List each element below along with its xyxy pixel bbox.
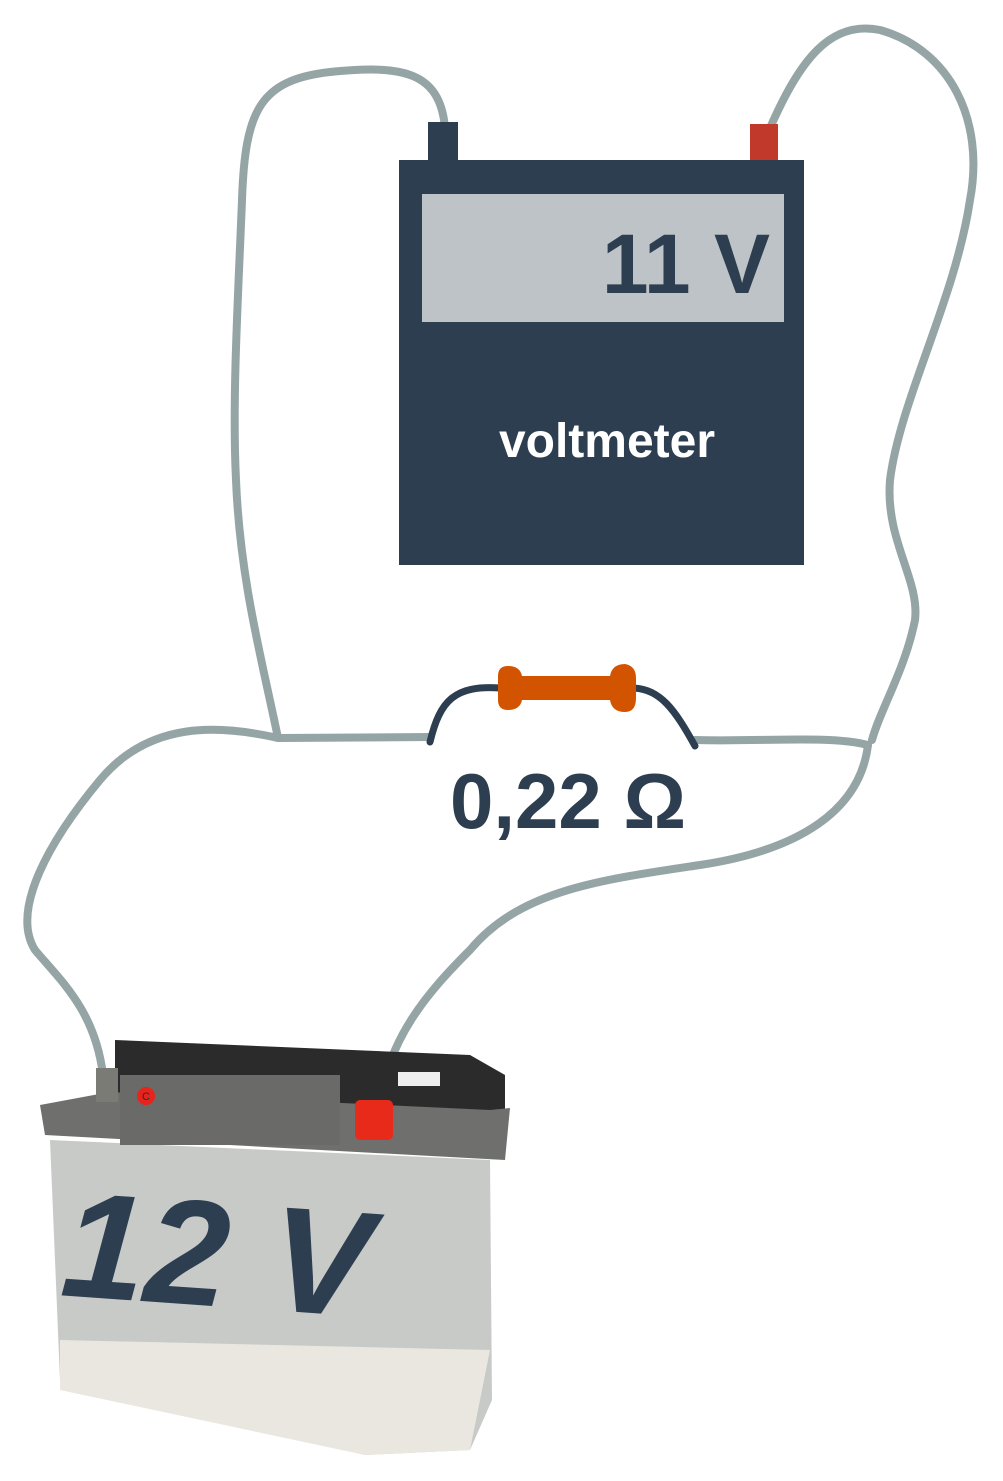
- resistor-lead-right: [628, 684, 699, 750]
- voltmeter-negative-terminal: [428, 122, 458, 164]
- voltmeter-reading: 11 V: [602, 217, 770, 311]
- wire-battery-positive: [376, 741, 872, 1114]
- resistor-body: [498, 664, 636, 712]
- battery-sticker: [137, 1087, 155, 1105]
- battery: C: [40, 1040, 510, 1455]
- wire-resistor-to-junction: [691, 735, 872, 749]
- battery-voltage-label: 12 V: [57, 1160, 387, 1350]
- battery-case-bottom: [60, 1340, 490, 1455]
- wire-voltmeter-negative: [230, 65, 449, 742]
- wire-voltmeter-positive: [766, 24, 978, 744]
- voltmeter-label: voltmeter: [499, 415, 715, 468]
- battery-positive-terminal: [355, 1100, 393, 1140]
- battery-negative-terminal: [96, 1068, 118, 1102]
- battery-cell-cover: [120, 1075, 340, 1145]
- battery-sticker-letter: C: [142, 1091, 150, 1103]
- resistor-value-label: 0,22 Ω: [450, 757, 686, 845]
- resistor-lead-left: [426, 684, 504, 746]
- voltmeter-positive-terminal: [750, 124, 778, 164]
- voltmeter-display: [422, 194, 784, 322]
- wire-battery-negative-to-junction: [23, 725, 434, 1079]
- battery-barcode-label: [398, 1072, 440, 1086]
